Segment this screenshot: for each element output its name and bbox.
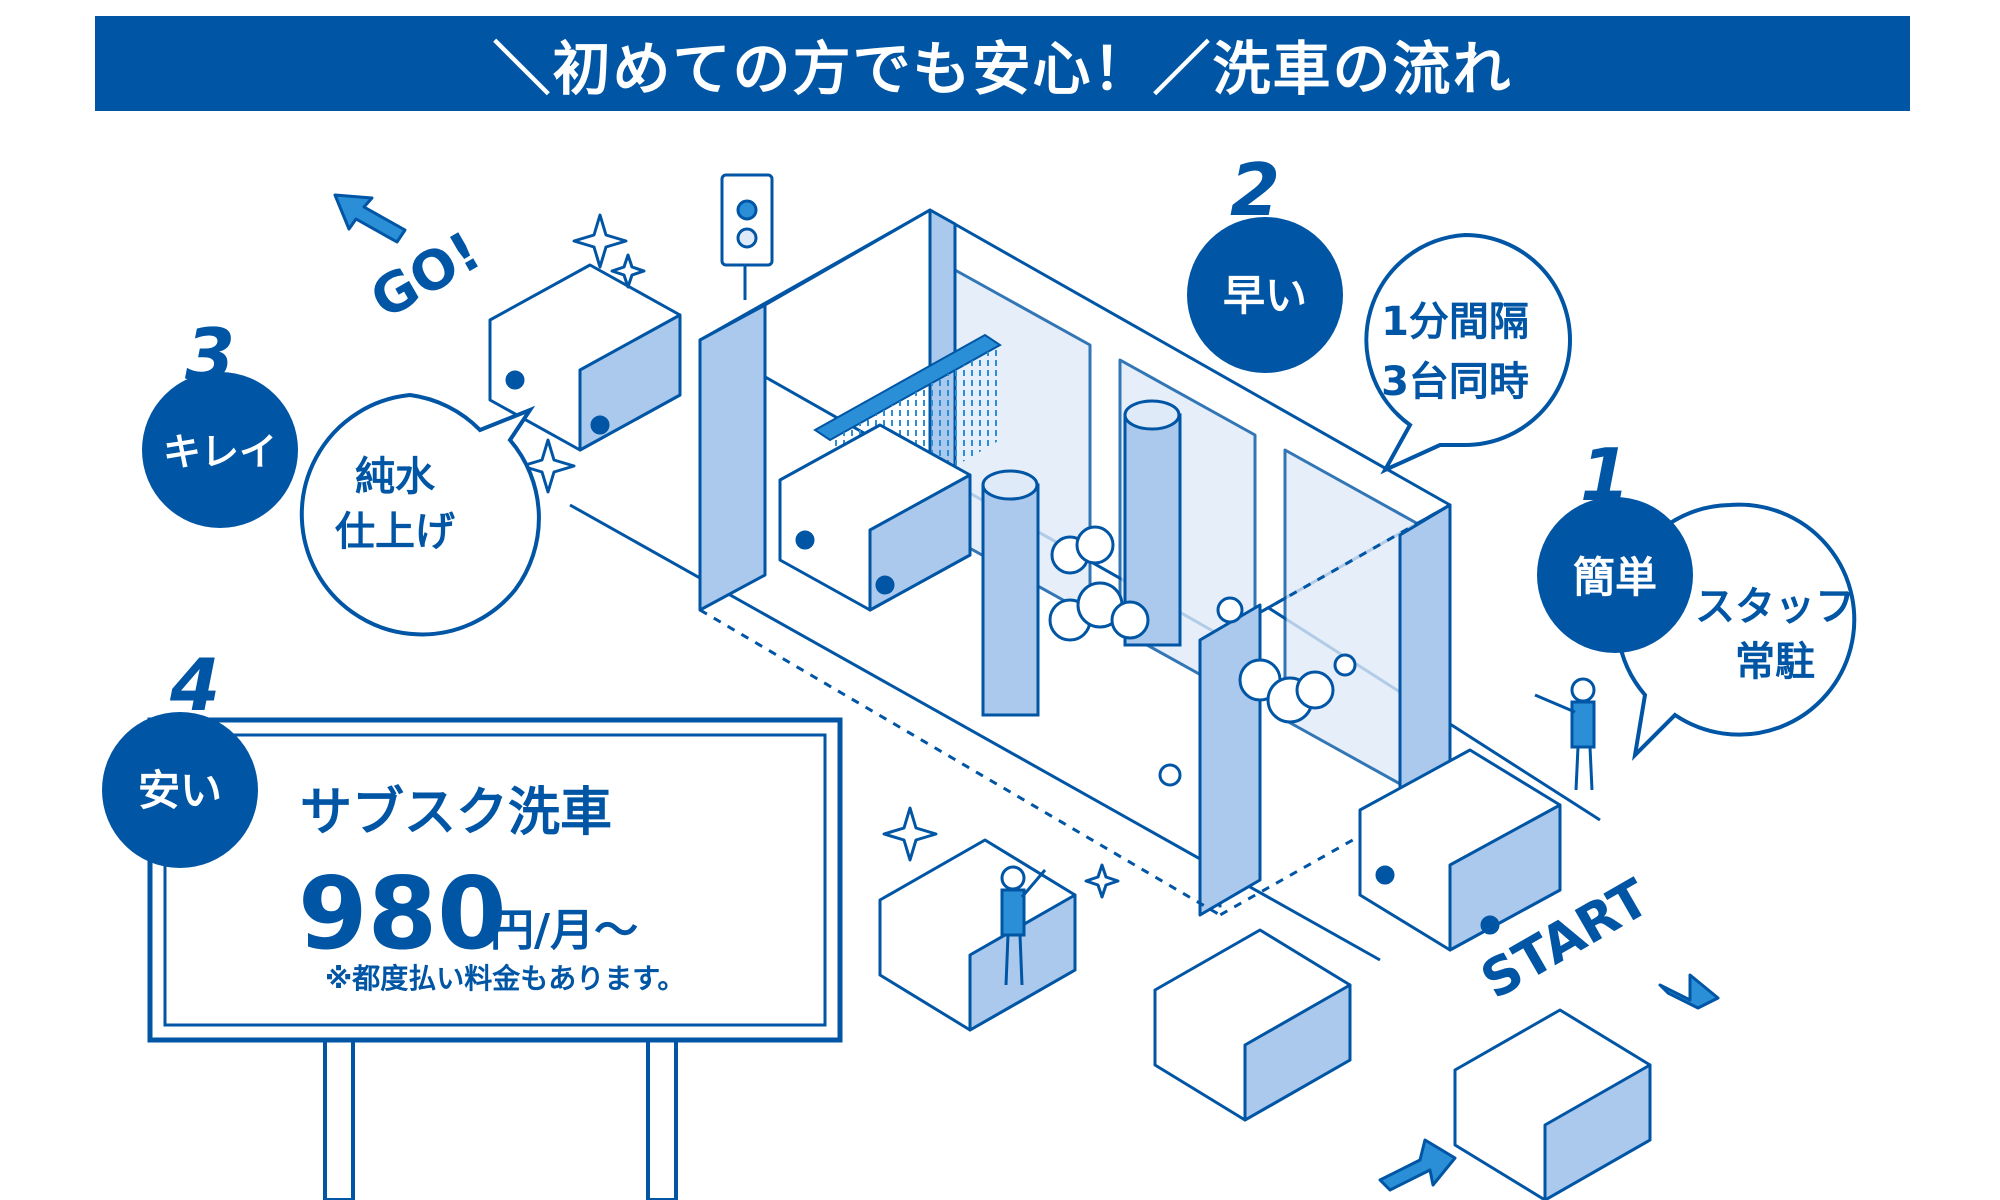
car-go [488,263,682,452]
banner-title: 洗車の流れ [1212,34,1513,103]
go-label: GO! [360,219,491,331]
billboard-note: ※都度払い料金もあります。 [325,962,685,995]
step-3-bubble-line-2: 仕上げ [335,509,455,555]
step-badge-2: 2 早い [1187,148,1343,373]
step-3-title: キレイ [163,430,277,474]
title-banner: ＼初めての方でも安心！／洗車の流れ [95,16,1910,111]
step-2-title: 早い [1223,271,1307,320]
billboard-price: 980 [298,855,507,972]
car-queue [1153,928,1352,1122]
step-3-bubble-line-1: 純水 [355,454,436,500]
step-2-bubble-line-2: 3台同時 [1381,359,1529,405]
step-1-bubble-line-2: 常駐 [1735,639,1815,685]
foam-bubbles [1048,525,1357,787]
car-start-lane [1453,1008,1652,1200]
price-billboard: サブスク洗車 980 円/月〜 ※都度払い料金もあります。 [147,717,843,1200]
car-wiping [878,838,1077,1032]
banner-lead: ＼初めての方でも安心！／ [492,34,1213,103]
wash-building [698,208,1452,917]
billboard-price-unit: 円/月〜 [490,905,638,956]
step-1-bubble-line-1: スタッフ [1695,584,1855,630]
arrow-icons [333,193,1720,1192]
step-4-title: 安い [138,766,222,815]
car-waiting [1358,748,1562,952]
step-badge-4: 4 安い [102,643,258,868]
speech-bubble-step-3: 純水 仕上げ [299,392,541,637]
billboard-heading: サブスク洗車 [300,783,612,843]
sparkle-icons [520,213,1120,899]
staff-figure [1534,677,1596,791]
step-1-title: 簡単 [1573,553,1657,602]
car-in-wash [778,423,972,612]
staff-figure-wiping [1000,865,1047,986]
step-badge-3: 3 キレイ [142,313,298,528]
speech-bubble-step-2: 1分間隔 3台同時 [1364,232,1572,475]
traffic-signal [720,173,774,300]
step-2-bubble-line-1: 1分間隔 [1381,299,1529,345]
step-badge-1: 1 簡単 [1537,433,1693,653]
brush-rollers [981,399,1182,717]
